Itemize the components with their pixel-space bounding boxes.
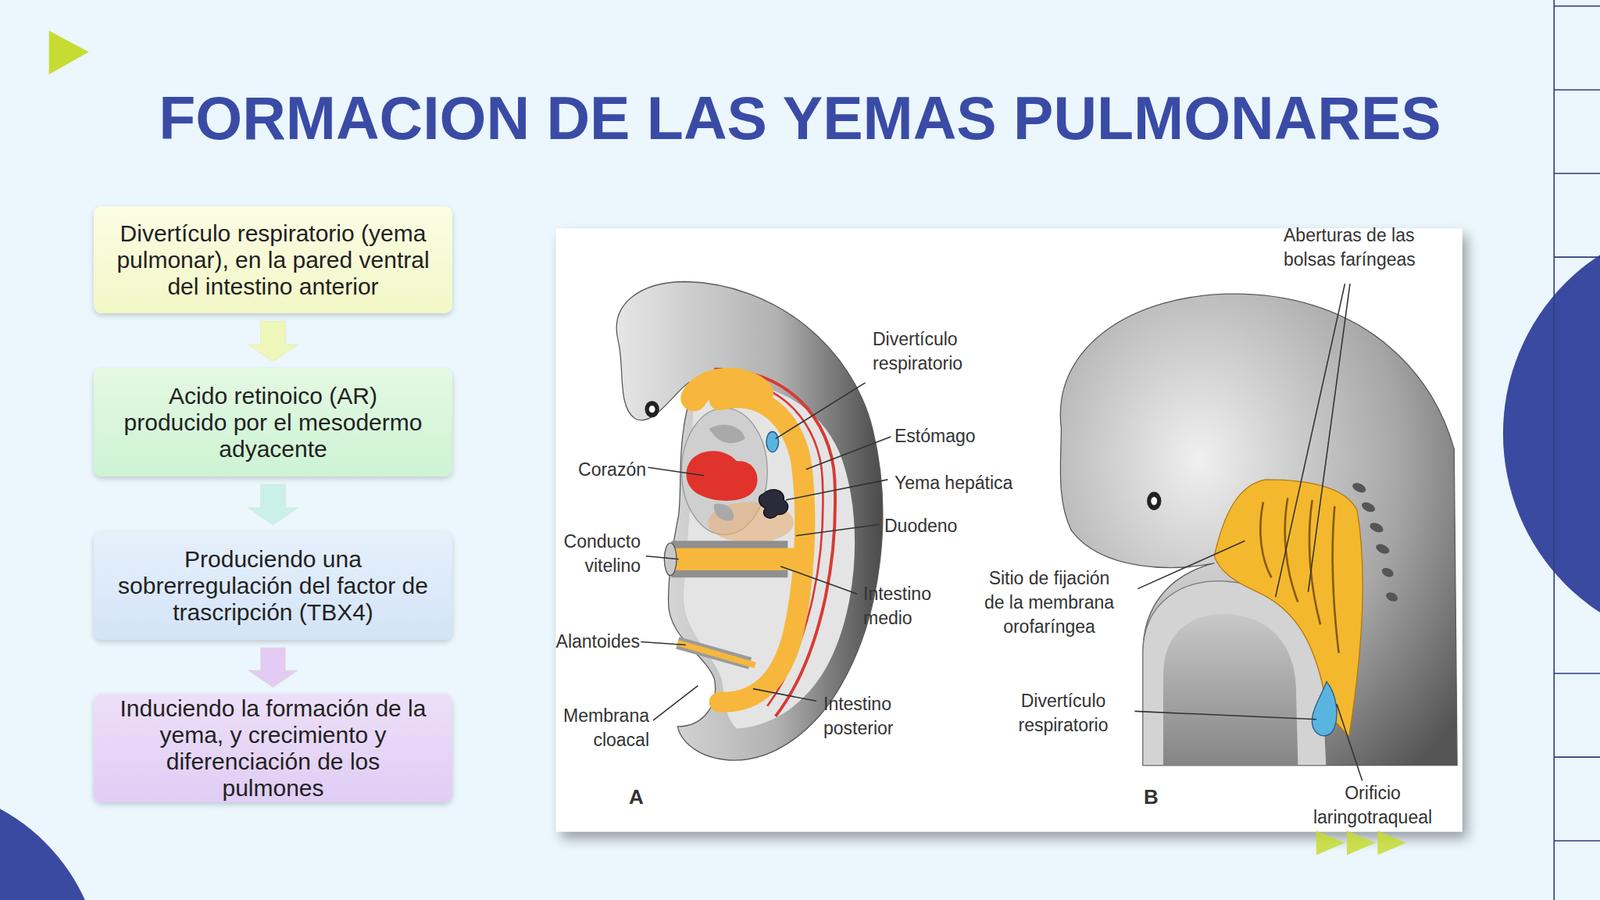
- figure-label: Yema hepática: [894, 471, 1013, 496]
- box-text: Acido retinoico (AR) producido por el me…: [117, 382, 429, 463]
- vitelline-duct: [671, 547, 796, 571]
- figure-label: Orificio laringotraqueal: [1302, 781, 1443, 830]
- process-box: Acido retinoico (AR) producido por el me…: [93, 367, 453, 477]
- box-text-group: Produciendo una sobrerregulación del fac…: [107, 546, 440, 626]
- figure-label: Conducto vitelino: [546, 529, 641, 579]
- frame-line: [1553, 0, 1555, 900]
- heart-tube: [714, 503, 734, 522]
- frame-tick: [1553, 256, 1600, 258]
- flow-arrow: [248, 484, 299, 525]
- figure-label: Aberturas de las bolsas faríngeas: [1283, 223, 1440, 272]
- eye-highlight: [1150, 496, 1158, 505]
- pharynx-floor: [1214, 479, 1363, 737]
- groove: [1260, 502, 1272, 579]
- flow-arrow: [248, 647, 299, 688]
- respiratory-diverticulum: [1311, 681, 1337, 736]
- leader-line: [806, 436, 891, 470]
- cleft: [1384, 590, 1400, 604]
- figure-label: Membrana cloacal: [547, 703, 650, 753]
- heart-tube: [709, 425, 746, 443]
- slide-title: FORMACION DE LAS YEMAS PULMONARES: [0, 88, 1600, 149]
- box-text: Produciendo una sobrerregulación del fac…: [107, 546, 440, 626]
- leader-line: [1137, 540, 1245, 589]
- embryo-body: [616, 281, 883, 761]
- frame-tick: [1553, 756, 1600, 758]
- groove: [1285, 497, 1299, 602]
- frame-tick: [1553, 672, 1600, 675]
- illustration-panel: [556, 228, 1463, 833]
- leader-line: [796, 524, 880, 536]
- frame-tick: [1553, 172, 1600, 175]
- deco-circle: [1503, 220, 1600, 647]
- cleft: [1380, 566, 1396, 579]
- pericardial-cavity: [1163, 614, 1298, 766]
- cleft: [1367, 521, 1385, 535]
- groove: [1309, 500, 1321, 625]
- leader-line: [1275, 283, 1346, 597]
- box-text-group: Induciendo la formación de la yema, y cr…: [117, 695, 430, 802]
- chevron: [1316, 830, 1346, 855]
- chevron-group: [1316, 830, 1407, 855]
- heart: [685, 450, 758, 501]
- frame-tick: [1553, 839, 1600, 842]
- box-text: Divertículo respiratorio (yema pulmonar)…: [107, 220, 440, 300]
- cleft: [1350, 481, 1368, 495]
- cleft: [1374, 542, 1391, 556]
- flow-arrow: [248, 321, 299, 362]
- corner-triangle: [49, 30, 90, 75]
- deco-circle: [0, 785, 103, 900]
- leader-line: [640, 642, 686, 646]
- leader-line: [653, 685, 698, 721]
- figure-label: Corazón: [560, 457, 647, 483]
- eye: [644, 400, 659, 418]
- pharyngeal-clefts: [1350, 481, 1400, 604]
- pharyngeal-grooves: [1260, 497, 1339, 654]
- figure-label: Duodeno: [884, 514, 958, 539]
- figure-label: Estómago: [894, 424, 976, 449]
- box-text-group: Divertículo respiratorio (yema pulmonar)…: [107, 220, 440, 300]
- frame-ticks: [1553, 6, 1600, 841]
- leader-line: [647, 467, 704, 475]
- embryo-section-a: [616, 281, 883, 761]
- figure-label: Intestino posterior: [823, 692, 922, 741]
- groove: [1332, 506, 1340, 654]
- frame-tick: [1553, 5, 1600, 8]
- figure-label: Divertículo respiratorio: [1004, 689, 1122, 738]
- box-text-group: Acido retinoico (AR) producido por el me…: [117, 382, 429, 463]
- leader-line: [780, 566, 858, 594]
- process-box: Induciendo la formación de la yema, y cr…: [93, 693, 453, 803]
- chevron: [1377, 830, 1407, 855]
- process-box: Divertículo respiratorio (yema pulmonar)…: [93, 206, 453, 314]
- embryo-view-b: [1060, 293, 1458, 765]
- leader-line: [646, 556, 679, 560]
- process-box: Produciendo una sobrerregulación del fac…: [93, 531, 453, 640]
- leader-line: [753, 689, 817, 702]
- eye: [1146, 492, 1161, 511]
- leader-line: [1307, 283, 1350, 592]
- figure-label: Divertículo respiratorio: [872, 327, 990, 376]
- leader-line: [775, 382, 866, 440]
- eye-highlight: [649, 405, 656, 413]
- leader-line: [785, 479, 889, 500]
- panel-letter: B: [1143, 785, 1159, 810]
- box-text: Induciendo la formación de la yema, y cr…: [117, 695, 430, 802]
- cleft: [1360, 500, 1377, 515]
- liver-bud: [758, 489, 788, 519]
- leader-line: [1134, 710, 1316, 719]
- figure-label: Sitio de fijación de la membrana orofarí…: [980, 566, 1118, 640]
- panel-letter: A: [628, 785, 644, 810]
- figure-label: Intestino medio: [863, 582, 954, 631]
- frame-tick: [1553, 89, 1600, 91]
- allantois: [677, 642, 755, 666]
- respiratory-diverticulum: [766, 431, 779, 452]
- leader-lines: [640, 283, 1362, 781]
- chevron: [1346, 830, 1376, 855]
- embryo-body: [1060, 293, 1458, 765]
- leader-line: [1336, 703, 1363, 781]
- figure-label: Alantoides: [546, 629, 640, 654]
